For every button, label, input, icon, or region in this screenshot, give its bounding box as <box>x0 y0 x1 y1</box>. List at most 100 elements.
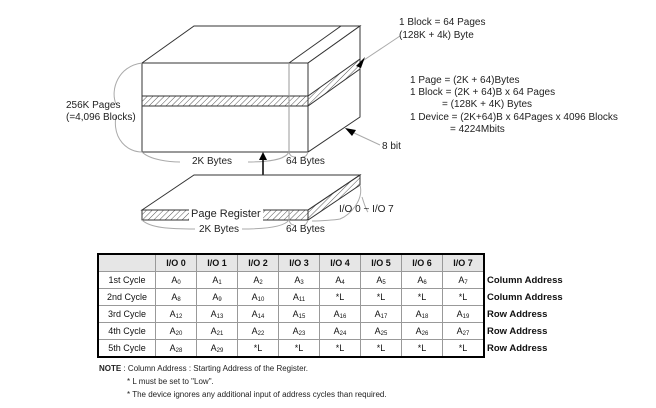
address-bit-name: A <box>333 325 340 336</box>
address-bit-index: 28 <box>175 347 183 354</box>
address-bit-index: 14 <box>257 313 265 320</box>
register-main-width-label: 2K Bytes <box>199 224 240 235</box>
address-bit-name: A <box>458 274 465 285</box>
cycle-label: 4th Cycle <box>97 322 156 340</box>
address-cell: *L <box>442 339 485 358</box>
table-header-row: I/O 0 I/O 1 I/O 2 I/O 3 I/O 4 I/O 5 I/O … <box>97 253 485 272</box>
address-cell: *L <box>401 339 443 358</box>
address-cell: *L <box>442 288 485 306</box>
page-register <box>140 174 362 221</box>
memory-array <box>140 25 362 153</box>
address-bit-name: A <box>171 274 178 285</box>
address-bit-name: *L <box>335 343 345 353</box>
address-bit-name: *L <box>458 343 468 353</box>
header-io0: I/O 0 <box>155 253 197 272</box>
array-front-face <box>141 62 309 153</box>
address-bit-index: 27 <box>462 330 470 337</box>
array-main-width-label: 2K Bytes <box>192 156 233 167</box>
cycle-label: 3rd Cycle <box>97 305 156 323</box>
address-cell: *L <box>319 339 361 358</box>
address-cell: A1 <box>196 271 238 289</box>
pages-label-line2: (=4,096 Blocks) <box>66 112 136 123</box>
address-bit-index: 2 <box>259 279 263 286</box>
bit-leader <box>351 131 381 146</box>
address-bit-name: A <box>335 274 342 285</box>
address-cell: A5 <box>360 271 402 289</box>
address-cell: A12 <box>155 305 197 323</box>
address-bit-name: *L <box>253 343 263 353</box>
io-brace-tip <box>361 196 369 213</box>
block-arrow-icon <box>356 57 365 68</box>
pages-label-line1: 256K Pages <box>66 100 121 111</box>
address-cell: A27 <box>442 322 485 340</box>
address-type-1: Column Address <box>487 275 563 286</box>
address-cell: A21 <box>196 322 238 340</box>
address-cell: *L <box>360 339 402 358</box>
address-bit-name: *L <box>417 292 427 302</box>
address-bit-name: A <box>456 325 463 336</box>
address-bit-index: 16 <box>339 313 347 320</box>
address-cell: A4 <box>319 271 361 289</box>
address-bit-name: A <box>251 325 258 336</box>
address-bit-name: A <box>333 308 340 319</box>
address-bit-index: 1 <box>218 279 222 286</box>
address-bit-name: A <box>212 274 219 285</box>
note-text-1: : Column Address : Starting Address of t… <box>123 364 309 373</box>
address-cell: A3 <box>278 271 320 289</box>
address-bit-index: 15 <box>298 313 306 320</box>
address-type-2: Column Address <box>487 292 563 303</box>
address-type-labels: Column Address Column Address Row Addres… <box>487 272 563 357</box>
address-bit-name: A <box>376 274 383 285</box>
address-cell: A20 <box>155 322 197 340</box>
address-cell: A10 <box>237 288 279 306</box>
address-bit-index: 17 <box>380 313 388 320</box>
header-io2: I/O 2 <box>237 253 279 272</box>
bit-arrow-icon <box>345 128 356 136</box>
address-cell: A2 <box>237 271 279 289</box>
register-spare-width-label: 64 Bytes <box>286 224 325 235</box>
address-bit-name: A <box>171 291 178 302</box>
address-bit-name: A <box>169 308 176 319</box>
address-bit-name: A <box>415 325 422 336</box>
page-side-hatch <box>307 58 361 107</box>
bus-width-label: 8 bit <box>382 141 401 152</box>
address-bit-name: *L <box>294 343 304 353</box>
address-bit-index: 18 <box>421 313 429 320</box>
address-cell: *L <box>360 288 402 306</box>
note-line-3: * The device ignores any additional inpu… <box>127 390 387 399</box>
address-cell: A23 <box>278 322 320 340</box>
address-bit-name: A <box>374 325 381 336</box>
address-bit-index: 3 <box>300 279 304 286</box>
address-bit-name: *L <box>376 292 386 302</box>
address-cell: A29 <box>196 339 238 358</box>
notes-section: NOTE : Column Address : Starting Address… <box>99 362 387 401</box>
note-line-2: * L must be set to "Low". <box>127 377 214 386</box>
cycle-label: 2nd Cycle <box>97 288 156 306</box>
address-bit-index: 9 <box>218 296 222 303</box>
address-bit-name: A <box>292 291 299 302</box>
address-bit-index: 26 <box>421 330 429 337</box>
table-corner-cell <box>97 253 156 272</box>
address-bit-name: A <box>415 308 422 319</box>
address-bit-name: *L <box>376 343 386 353</box>
address-bit-index: 13 <box>216 313 224 320</box>
address-bit-name: A <box>169 325 176 336</box>
address-cell: A18 <box>401 305 443 323</box>
address-bit-index: 0 <box>177 279 181 286</box>
address-bit-name: A <box>251 291 258 302</box>
address-bit-index: 10 <box>257 296 265 303</box>
address-cell: A7 <box>442 271 485 289</box>
address-cell: A22 <box>237 322 279 340</box>
address-bit-name: A <box>292 325 299 336</box>
array-main-brace <box>141 151 290 163</box>
address-bit-index: 19 <box>462 313 470 320</box>
address-cell: A17 <box>360 305 402 323</box>
address-cell: *L <box>319 288 361 306</box>
header-io5: I/O 5 <box>360 253 402 272</box>
page-row-hatch <box>141 95 309 107</box>
note-title: NOTE <box>99 364 122 373</box>
formula-block: 1 Block = (2K + 64)B x 64 Pages <box>410 87 556 98</box>
address-bit-name: A <box>210 325 217 336</box>
header-io3: I/O 3 <box>278 253 320 272</box>
